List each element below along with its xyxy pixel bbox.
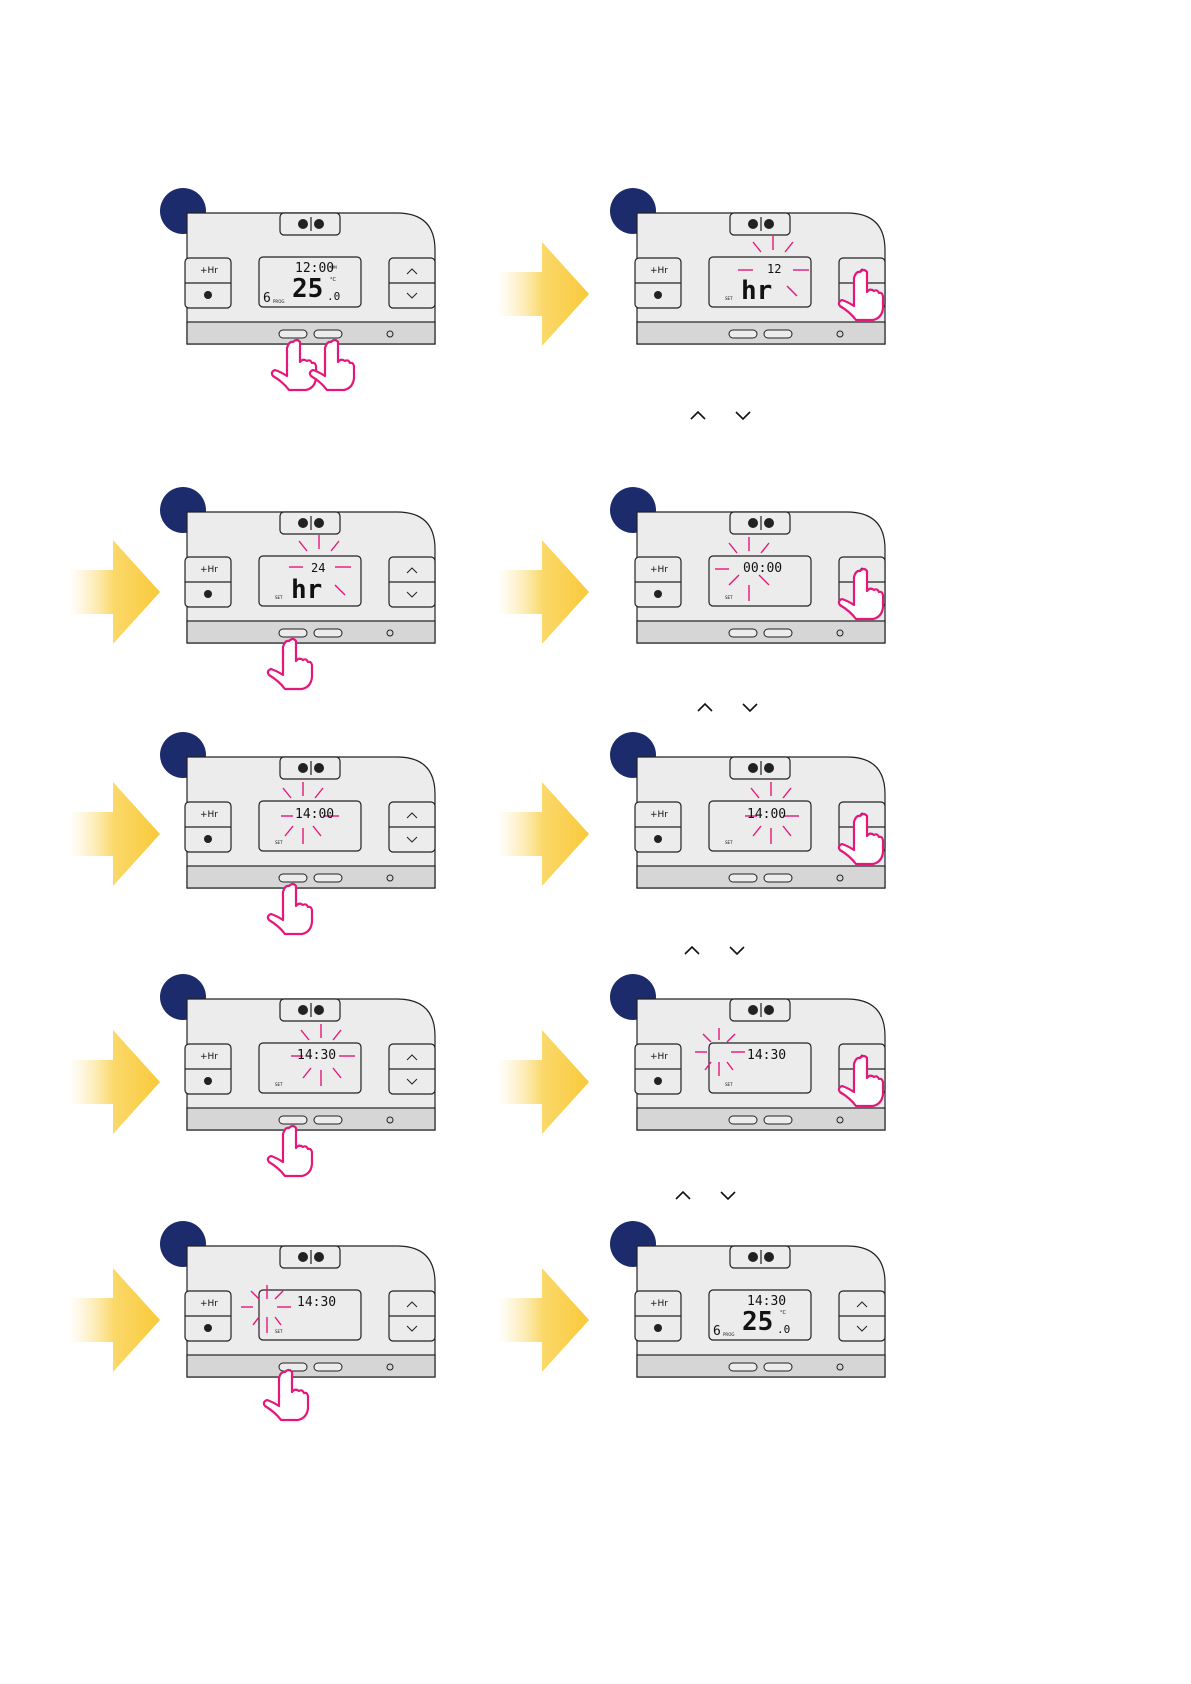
pressing-hand bbox=[267, 882, 327, 942]
hr-button-label[interactable]: +Hr bbox=[188, 565, 230, 575]
next-arrow-6 bbox=[68, 1030, 188, 1140]
display-temp-decimal: .0 bbox=[327, 291, 340, 302]
thermostat-step-1: +Hr 12:00 PM 25 .0 °C 6 PROG bbox=[183, 210, 503, 410]
next-arrow-7 bbox=[497, 1030, 617, 1140]
hr-button-label[interactable]: +Hr bbox=[638, 810, 680, 820]
display-time: 00:00 bbox=[743, 562, 782, 575]
thermostat-step-10: +Hr 14:30 25 .0 °C 6 PROG bbox=[633, 1243, 953, 1443]
thermostat-step-3: +Hr 24 hr SET bbox=[183, 509, 503, 709]
pressing-hands bbox=[263, 338, 363, 398]
next-arrow-5 bbox=[497, 782, 617, 892]
pressing-hand bbox=[838, 1054, 898, 1114]
chevron-down-icon bbox=[736, 412, 750, 419]
hr-button-label[interactable]: +Hr bbox=[188, 1299, 230, 1309]
chevron-up-icon bbox=[691, 412, 705, 419]
thermostat-step-7: +Hr 14:30 SET bbox=[183, 996, 503, 1196]
display-hr-value: 24 bbox=[311, 562, 325, 574]
display-time: 14:30 bbox=[297, 1049, 336, 1062]
display-set: SET bbox=[725, 596, 733, 600]
hr-button-label[interactable]: +Hr bbox=[638, 1052, 680, 1062]
display-prog: PROG bbox=[723, 1333, 734, 1337]
thermostat-body bbox=[183, 1243, 443, 1383]
next-arrow-2 bbox=[68, 540, 188, 650]
thermostat-step-4: +Hr 00:00 SET bbox=[633, 509, 953, 709]
thermostat-body bbox=[183, 996, 443, 1136]
hr-button-label[interactable]: +Hr bbox=[188, 1052, 230, 1062]
display-hr-text: hr bbox=[741, 278, 772, 304]
next-arrow-1 bbox=[497, 242, 617, 352]
thermostat-step-2: +Hr 12 hr SET bbox=[633, 210, 953, 410]
hr-button-label[interactable]: +Hr bbox=[188, 266, 230, 276]
display-set: SET bbox=[725, 297, 733, 301]
display-time: 14:30 bbox=[747, 1049, 786, 1062]
pressing-hand bbox=[263, 1368, 323, 1428]
display-day: 6 bbox=[263, 292, 271, 305]
display-set: SET bbox=[275, 1330, 283, 1334]
display-unit: °C bbox=[780, 1311, 786, 1316]
display-pm: PM bbox=[331, 266, 337, 270]
display-set: SET bbox=[725, 841, 733, 845]
thermostat-body bbox=[183, 754, 443, 894]
pressing-hand bbox=[267, 1124, 327, 1184]
hr-button-label[interactable]: +Hr bbox=[638, 565, 680, 575]
thermostat-step-8: +Hr 14:30 SET bbox=[633, 996, 953, 1196]
pressing-hand bbox=[838, 567, 898, 627]
pressing-hand bbox=[267, 637, 327, 697]
next-arrow-9 bbox=[497, 1268, 617, 1378]
display-set: SET bbox=[275, 841, 283, 845]
display-time: 14:00 bbox=[295, 808, 334, 821]
display-prog: PROG bbox=[273, 300, 284, 304]
thermostat-step-6: +Hr 14:00 SET bbox=[633, 754, 953, 954]
hr-button-label[interactable]: +Hr bbox=[188, 810, 230, 820]
pressing-hand bbox=[838, 812, 898, 872]
next-arrow-3 bbox=[497, 540, 617, 650]
hr-button-label[interactable]: +Hr bbox=[638, 1299, 680, 1309]
pressing-hand bbox=[838, 268, 898, 328]
display-hr-text: hr bbox=[291, 577, 322, 603]
display-time: 14:30 bbox=[297, 1296, 336, 1309]
hr-button-label[interactable]: +Hr bbox=[638, 266, 680, 276]
thermostat-step-9: +Hr 14:30 SET bbox=[183, 1243, 503, 1443]
thermostat-step-5: +Hr 14:00 SET bbox=[183, 754, 503, 954]
display-hr-value: 12 bbox=[767, 263, 781, 275]
display-set: SET bbox=[725, 1083, 733, 1087]
display-temp-decimal: .0 bbox=[777, 1324, 790, 1335]
next-arrow-8 bbox=[68, 1268, 188, 1378]
display-set: SET bbox=[275, 1083, 283, 1087]
display-unit: °C bbox=[330, 278, 336, 283]
display-set: SET bbox=[275, 596, 283, 600]
display-temp: 25 bbox=[742, 1309, 773, 1335]
display-day: 6 bbox=[713, 1325, 721, 1338]
next-arrow-4 bbox=[68, 782, 188, 892]
display-time: 14:00 bbox=[747, 808, 786, 821]
display-temp: 25 bbox=[292, 276, 323, 302]
